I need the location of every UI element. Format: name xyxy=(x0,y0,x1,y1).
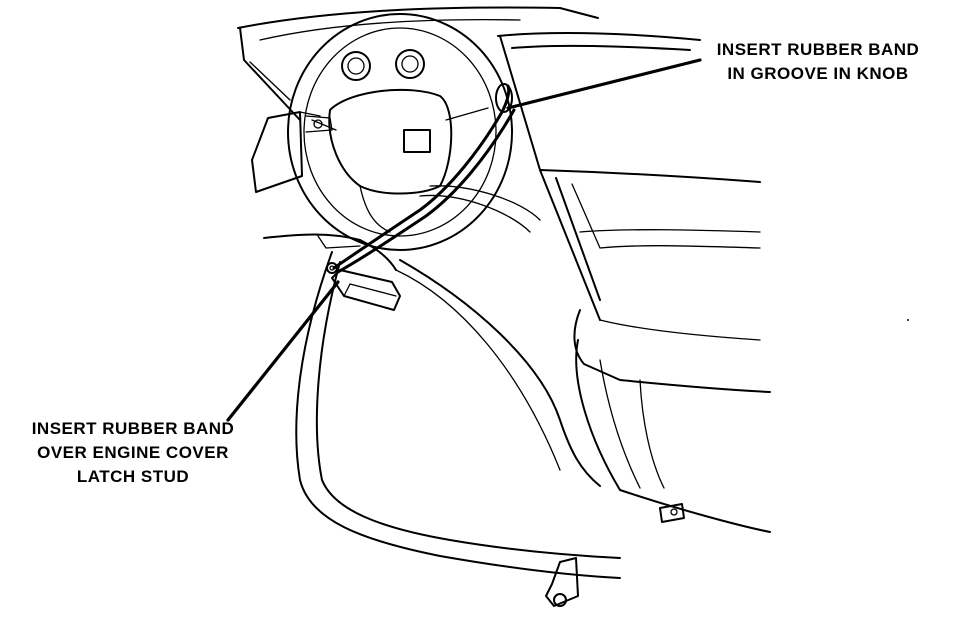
callout-latch-line-3: LATCH STUD xyxy=(76,467,190,486)
callout-knob-line-2: IN GROOVE IN KNOB xyxy=(727,64,909,83)
speck xyxy=(907,319,909,321)
lower-dash-right xyxy=(573,309,771,533)
callout-knob: INSERT RUBBER BAND IN GROOVE IN KNOB xyxy=(694,38,942,86)
floor-bracket xyxy=(545,503,685,607)
leader-line-latch xyxy=(226,280,340,422)
turn-signal-stalk xyxy=(251,111,333,193)
callout-latch: INSERT RUBBER BAND OVER ENGINE COVER LAT… xyxy=(8,417,258,489)
engine-cover xyxy=(295,185,621,579)
upper-dash xyxy=(237,6,599,121)
rubber-band-return xyxy=(336,108,516,274)
steering-wheel xyxy=(287,13,513,251)
leader-line-knob xyxy=(506,58,702,110)
rubber-band xyxy=(332,84,511,270)
callout-knob-line-1: INSERT RUBBER BAND xyxy=(716,40,920,59)
knob xyxy=(495,83,513,113)
callout-latch-line-1: INSERT RUBBER BAND xyxy=(31,419,235,438)
steering-column xyxy=(263,233,397,271)
callout-latch-line-2: OVER ENGINE COVER xyxy=(37,443,229,462)
dash-frame-right xyxy=(497,32,761,341)
